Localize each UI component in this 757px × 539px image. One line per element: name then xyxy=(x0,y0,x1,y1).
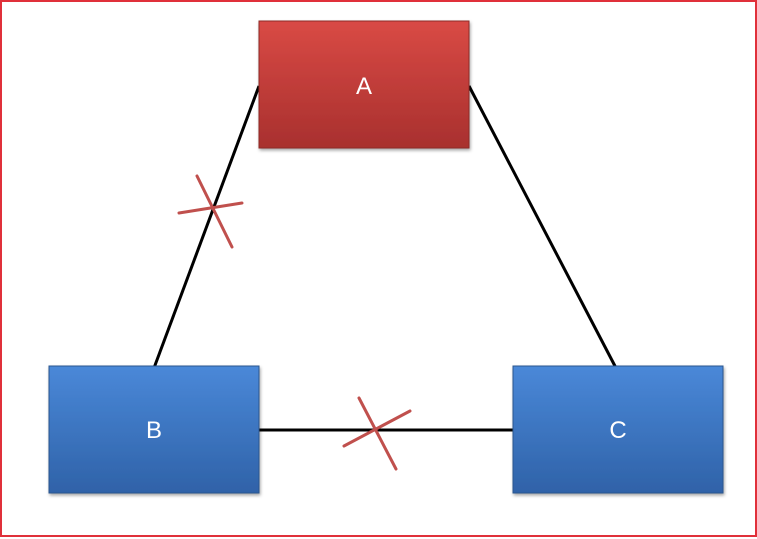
cut-mark-b-c xyxy=(342,396,412,471)
node-c: C xyxy=(512,365,724,494)
edge-a-c xyxy=(467,85,618,369)
cut-mark-a-b xyxy=(177,174,244,249)
node-b-label: B xyxy=(146,417,162,444)
node-a-label: A xyxy=(356,73,372,100)
node-c-label: C xyxy=(609,417,626,444)
node-b: B xyxy=(48,365,260,494)
edge-a-b xyxy=(152,85,261,369)
node-a: A xyxy=(258,20,470,149)
